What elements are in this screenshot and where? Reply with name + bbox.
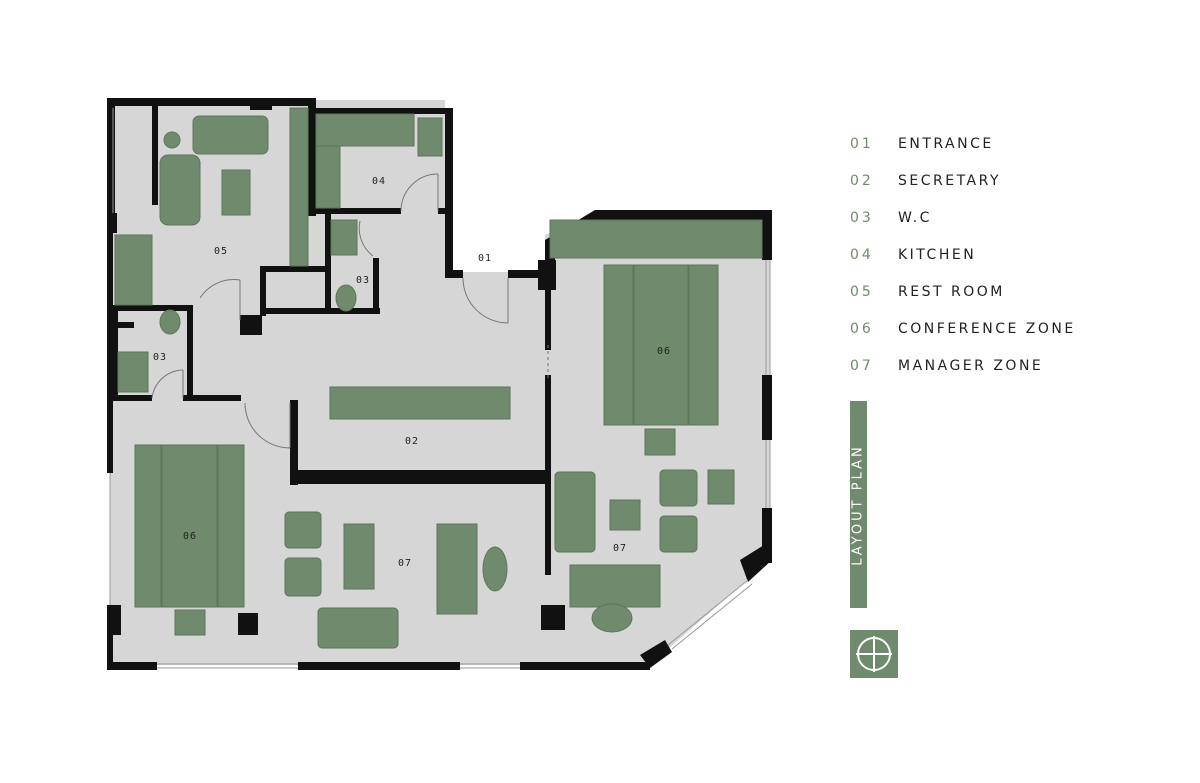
- legend-number: 01: [850, 136, 874, 152]
- legend-number: 03: [850, 210, 874, 226]
- legend-number: 07: [850, 358, 874, 374]
- legend-label: REST ROOM: [898, 284, 1005, 300]
- legend-item: 04 KITCHEN: [850, 247, 1150, 284]
- legend-label: MANAGER ZONE: [898, 358, 1044, 374]
- legend-label: W.C: [898, 210, 932, 226]
- compass-icon: [850, 630, 898, 678]
- room-label-wc-lower: 03: [153, 352, 167, 363]
- room-label-secretary: 02: [405, 436, 419, 447]
- plan-title: LAYOUT PLAN: [850, 444, 866, 566]
- legend-item: 01 ENTRANCE: [850, 136, 1150, 173]
- legend-item: 06 CONFERENCE ZONE: [850, 321, 1150, 358]
- legend-number: 06: [850, 321, 874, 337]
- legend-number: 02: [850, 173, 874, 189]
- walls: [107, 98, 772, 670]
- legend-item: 05 REST ROOM: [850, 284, 1150, 321]
- legend-item: 02 SECRETARY: [850, 173, 1150, 210]
- legend-label: KITCHEN: [898, 247, 977, 263]
- room-label-entrance: 01: [478, 253, 492, 264]
- doors: [151, 173, 549, 449]
- room-label-manager-left: 07: [398, 558, 412, 569]
- room-label-manager-right: 07: [613, 543, 627, 554]
- room-label-rest-room: 05: [214, 246, 228, 257]
- legend-item: 07 MANAGER ZONE: [850, 358, 1150, 395]
- room-label-conference-left: 06: [183, 531, 197, 542]
- compass-icon-graphic: [856, 636, 892, 672]
- legend-number: 05: [850, 284, 874, 300]
- plan-title-bar: [850, 401, 867, 608]
- room-label-kitchen: 04: [372, 176, 386, 187]
- legend-label: SECRETARY: [898, 173, 1002, 189]
- legend: 01 ENTRANCE 02 SECRETARY 03 W.C 04 KITCH…: [850, 136, 1150, 395]
- furniture: [114, 107, 763, 649]
- room-labels: 01 02 03 03 04 05 06 06 07 07: [153, 176, 671, 569]
- room-label-wc-upper: 03: [356, 275, 370, 286]
- legend-item: 03 W.C: [850, 210, 1150, 247]
- legend-label: ENTRANCE: [898, 136, 994, 152]
- legend-label: CONFERENCE ZONE: [898, 321, 1076, 337]
- windows: [109, 108, 771, 669]
- room-label-conference-right: 06: [657, 346, 671, 357]
- legend-number: 04: [850, 247, 874, 263]
